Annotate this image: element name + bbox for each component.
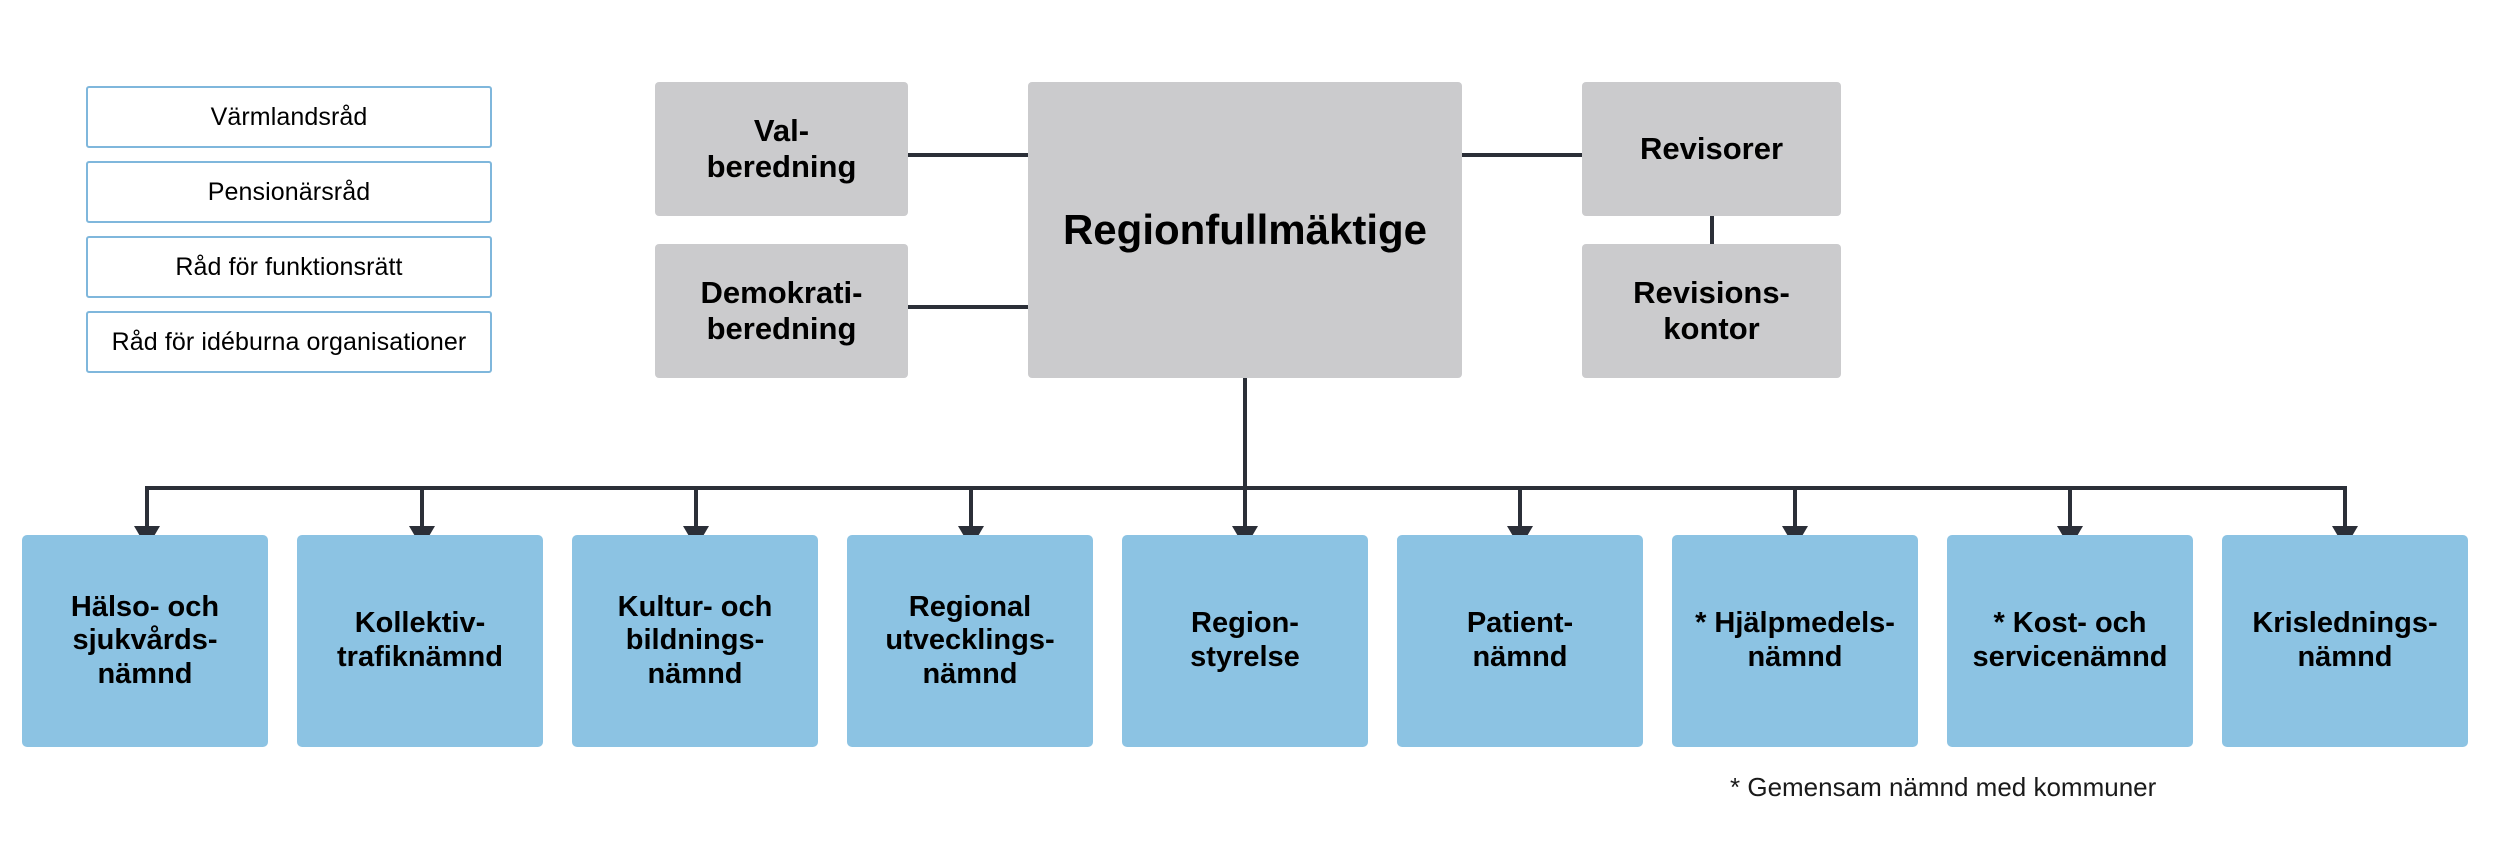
council-box-pensionarsrad[interactable]: Pensionärsråd — [86, 161, 492, 223]
committee-label: Patient- nämnd — [1466, 607, 1574, 673]
committee-label: * Hjälpmedels- nämnd — [1695, 607, 1895, 673]
council-label: Värmlandsråd — [210, 102, 368, 131]
committee-label: * Kost- och servicenämnd — [1972, 607, 2168, 673]
connector-drop-1 — [145, 486, 149, 528]
assembly-box-regionfullmaktige[interactable]: Regionfullmäktige — [1028, 82, 1462, 378]
connector-drop-8 — [2068, 486, 2072, 528]
committee-box-regional-utvecklingsnamnd[interactable]: Regional utvecklings- nämnd — [847, 535, 1093, 747]
assembly-label: Regionfullmäktige — [1062, 205, 1428, 253]
council-label: Råd för idéburna organisationer — [111, 327, 467, 356]
connector-drop-7 — [1793, 486, 1797, 528]
audit-box-revisorer[interactable]: Revisorer — [1582, 82, 1841, 216]
preparatory-box-demokratiberedning[interactable]: Demokrati- beredning — [655, 244, 908, 378]
audit-label: Revisions- kontor — [1633, 275, 1790, 346]
audit-box-revisionskontor[interactable]: Revisions- kontor — [1582, 244, 1841, 378]
committee-box-hjalpmedelsnamnd[interactable]: * Hjälpmedels- nämnd — [1672, 535, 1918, 747]
connector-drop-4 — [969, 486, 973, 528]
committee-label: Kollektiv- trafiknämnd — [337, 607, 503, 673]
connector-drop-3 — [694, 486, 698, 528]
connector-demokratiberedning-to-assembly — [908, 305, 1028, 309]
connector-drop-9 — [2343, 486, 2347, 528]
committee-label: Krislednings- nämnd — [2252, 607, 2438, 673]
preparatory-label: Val- beredning — [706, 113, 857, 184]
council-box-rad-for-funktionsratt[interactable]: Råd för funktionsrätt — [86, 236, 492, 298]
committee-label: Regional utvecklings- nämnd — [885, 590, 1055, 690]
connector-assembly-to-revisorer — [1462, 153, 1582, 157]
committee-box-regionstyrelse[interactable]: Region- styrelse — [1122, 535, 1368, 747]
committee-box-halso-och-sjukvardsnamnd[interactable]: Hälso- och sjukvårds- nämnd — [22, 535, 268, 747]
connector-drop-5 — [1243, 486, 1247, 528]
committee-label: Kultur- och bildnings- nämnd — [617, 590, 773, 690]
committee-box-kost-och-servicenamnd[interactable]: * Kost- och servicenämnd — [1947, 535, 2193, 747]
council-box-rad-for-ideburna-organisationer[interactable]: Råd för idéburna organisationer — [86, 311, 492, 373]
preparatory-box-valberedning[interactable]: Val- beredning — [655, 82, 908, 216]
council-box-varmlandsrad[interactable]: Värmlandsråd — [86, 86, 492, 148]
connector-drop-2 — [420, 486, 424, 528]
connector-valberedning-to-assembly — [908, 153, 1028, 157]
committee-label: Region- styrelse — [1190, 607, 1300, 673]
committee-box-kultur-och-bildningsnamnd[interactable]: Kultur- och bildnings- nämnd — [572, 535, 818, 747]
connector-revisorer-to-revisionskontor — [1710, 216, 1714, 244]
footnote-joint-committee: * Gemensam nämnd med kommuner — [1730, 772, 2157, 802]
committee-label: Hälso- och sjukvårds- nämnd — [70, 590, 220, 690]
committee-box-krisledningsnamnd[interactable]: Krislednings- nämnd — [2222, 535, 2468, 747]
preparatory-label: Demokrati- beredning — [700, 275, 863, 346]
council-label: Råd för funktionsrätt — [175, 252, 403, 281]
connector-assembly-trunk — [1243, 378, 1247, 488]
committee-box-patientnamnd[interactable]: Patient- nämnd — [1397, 535, 1643, 747]
council-label: Pensionärsråd — [207, 177, 371, 206]
connector-drop-6 — [1518, 486, 1522, 528]
committee-box-kollektivtrafiknamnd[interactable]: Kollektiv- trafiknämnd — [297, 535, 543, 747]
audit-label: Revisorer — [1639, 131, 1784, 167]
